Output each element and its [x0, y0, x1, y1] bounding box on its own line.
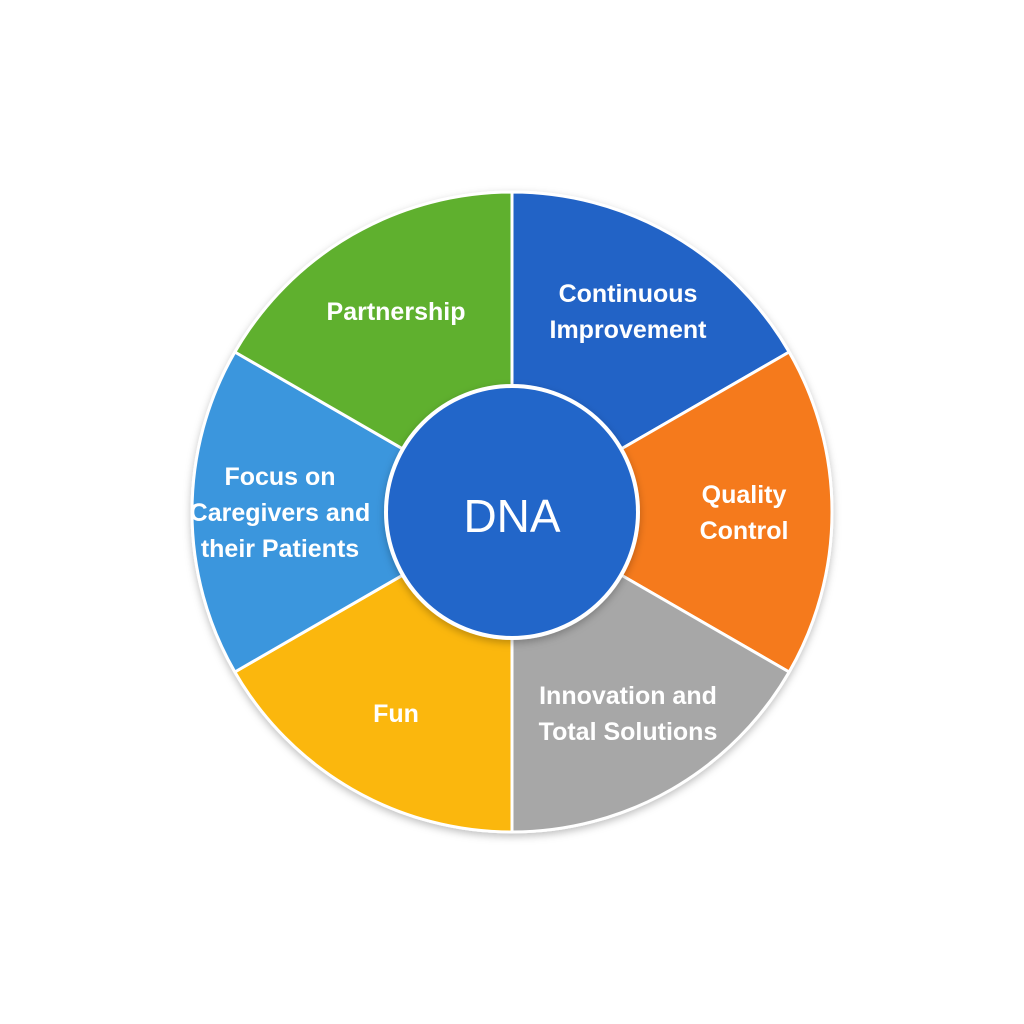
segment-label-line: their Patients	[201, 535, 359, 563]
center-label: DNA	[463, 490, 560, 542]
segment-label-line: Continuous	[559, 280, 698, 308]
segment-label-line: Quality	[702, 481, 787, 509]
center-hub: DNA	[384, 384, 640, 640]
segment-label-line: Partnership	[327, 298, 466, 326]
segment-label-focus-on-caregivers: Focus on Caregivers and their Patients	[190, 463, 371, 563]
segment-label-line: Focus on	[224, 463, 335, 491]
segment-label-line: Fun	[373, 700, 419, 728]
segment-label-line: Innovation and	[539, 682, 717, 710]
center-circle	[384, 384, 640, 640]
outer-rim	[191, 191, 833, 833]
segment-label-line: Improvement	[550, 316, 708, 344]
segment-label-line: Control	[700, 517, 789, 545]
segment-label-line: Caregivers and	[190, 499, 371, 527]
segment-label-partnership: Partnership	[327, 298, 466, 326]
segment-label-fun: Fun	[373, 700, 419, 728]
segment-label-line: Total Solutions	[539, 718, 718, 746]
